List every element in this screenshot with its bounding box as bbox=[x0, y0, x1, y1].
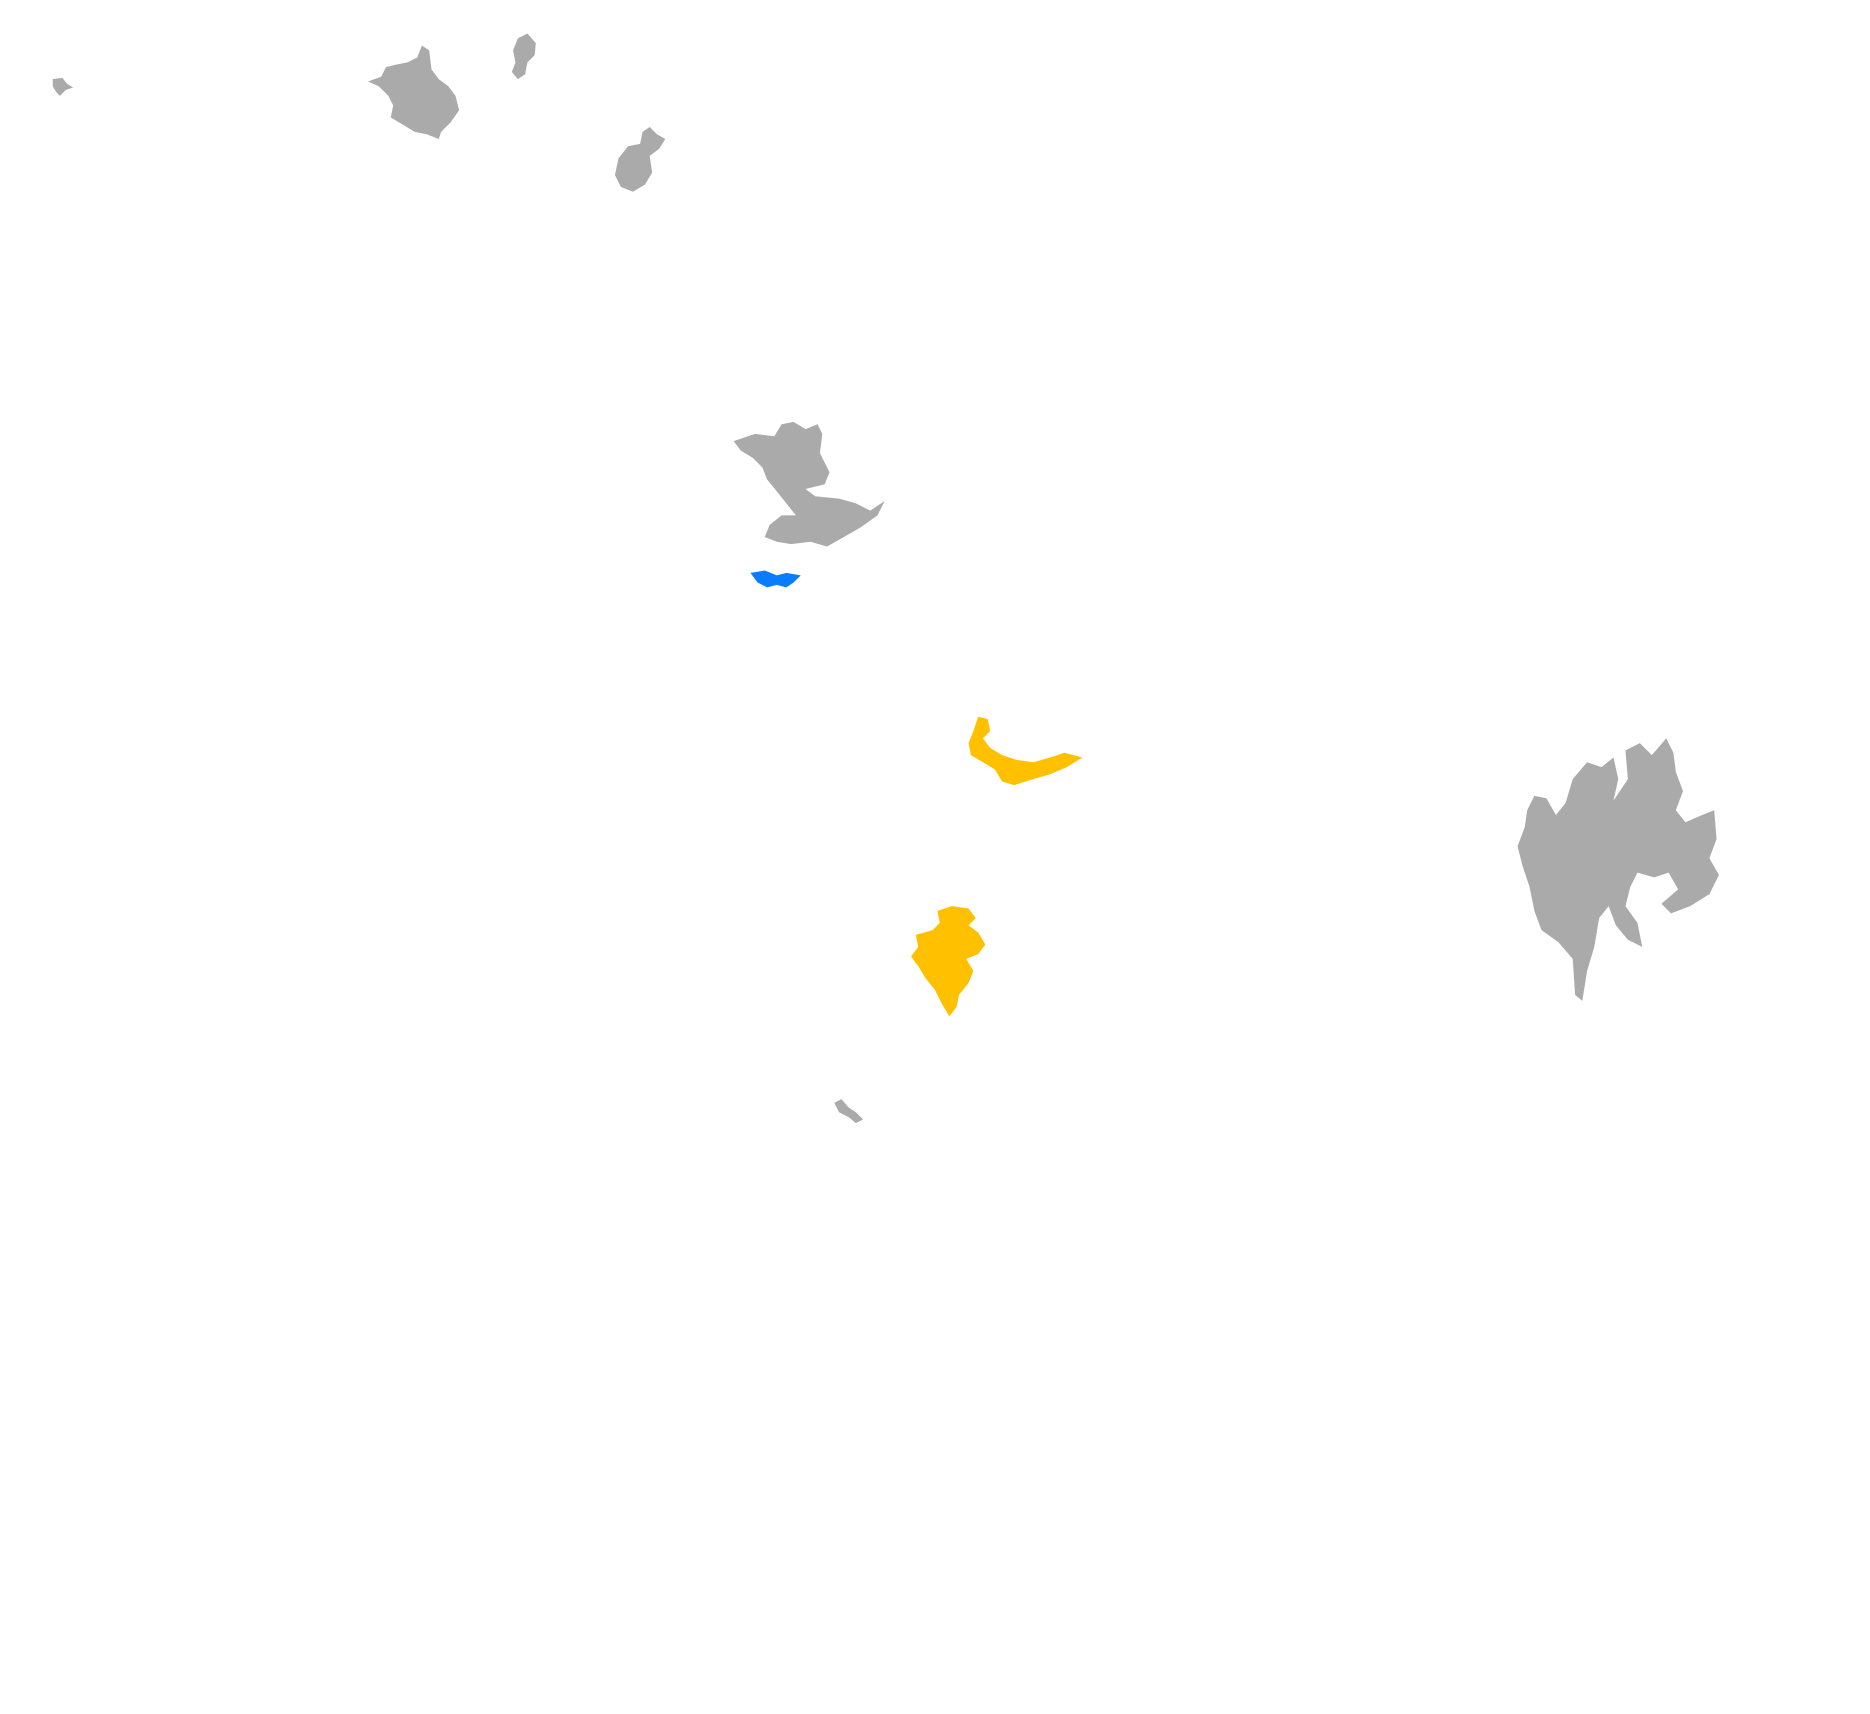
map-feature-default[interactable] bbox=[733, 421, 885, 547]
map-feature-default[interactable] bbox=[1517, 738, 1719, 1001]
map-feature-selected[interactable] bbox=[750, 570, 801, 588]
map-feature-default[interactable] bbox=[52, 77, 74, 96]
map-feature-default[interactable] bbox=[368, 45, 460, 140]
map-feature-default[interactable] bbox=[834, 1099, 864, 1124]
map-feature-highlight[interactable] bbox=[968, 716, 1083, 786]
map-feature-highlight[interactable] bbox=[911, 906, 986, 1017]
map-feature-default[interactable] bbox=[614, 127, 666, 192]
map-feature-default[interactable] bbox=[511, 33, 536, 80]
